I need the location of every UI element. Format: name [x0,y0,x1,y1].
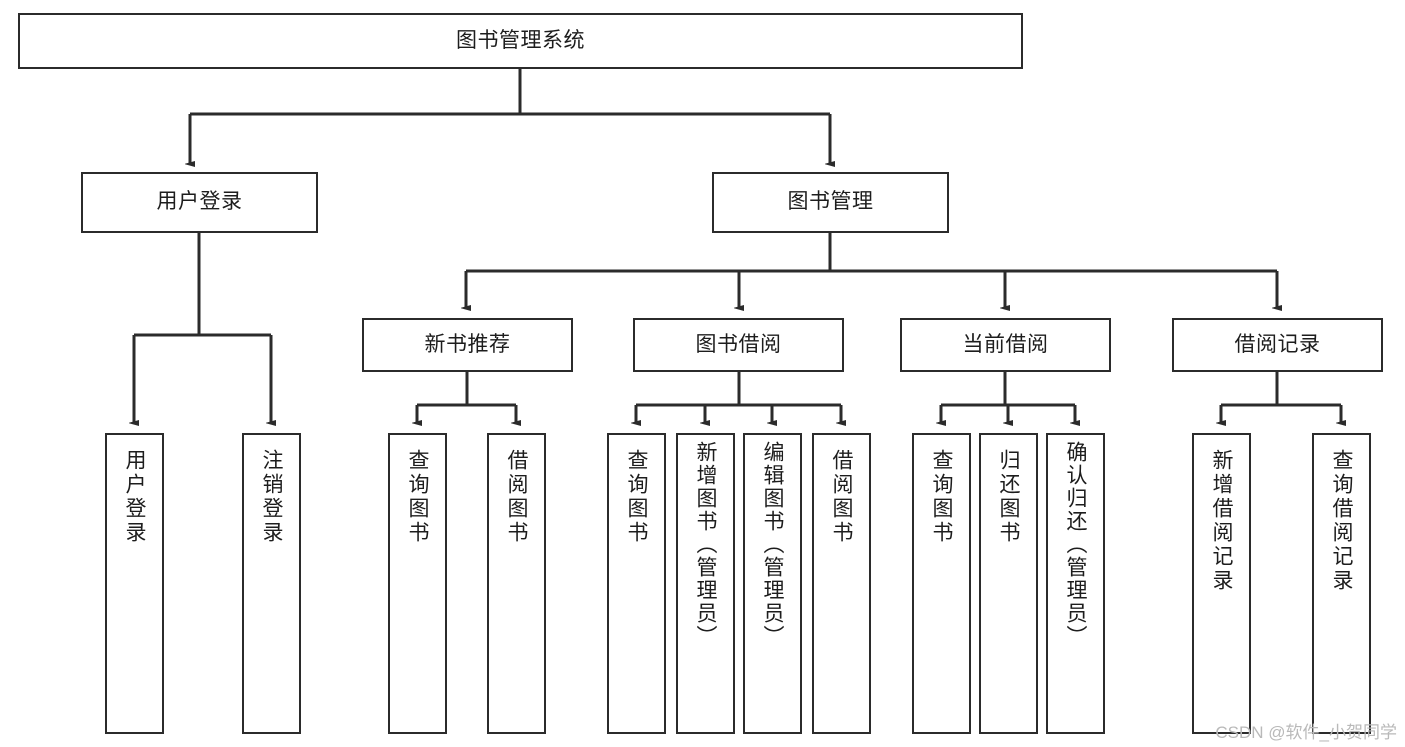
node-book-borrow-label: 图书借阅 [695,332,782,356]
node-current-borrow[interactable]: 当前借阅 [900,318,1111,372]
node-leaf-query-book-1[interactable]: 查询图书 [388,433,447,734]
node-new-book-recommend-label: 新书推荐 [424,332,511,356]
node-leaf-query-book-1-label: 查询图书 [406,449,429,545]
node-leaf-return-book-label: 归还图书 [997,449,1020,545]
node-leaf-user-login[interactable]: 用户登录 [105,433,164,734]
node-leaf-borrow-book-1[interactable]: 借阅图书 [487,433,546,734]
node-current-borrow-label: 当前借阅 [962,332,1049,356]
node-user-login-label: 用户登录 [156,190,243,214]
node-leaf-borrow-book-2-label: 借阅图书 [830,449,853,545]
node-leaf-query-book-3[interactable]: 查询图书 [912,433,971,734]
node-leaf-query-book-3-label: 查询图书 [930,449,953,545]
node-user-login[interactable]: 用户登录 [81,172,318,233]
node-leaf-query-record[interactable]: 查询借阅记录 [1312,433,1371,734]
node-leaf-logout-login-label: 注销登录 [260,449,283,545]
node-leaf-add-record-label: 新增借阅记录 [1210,449,1233,593]
node-borrow-record[interactable]: 借阅记录 [1172,318,1383,372]
node-leaf-logout-login[interactable]: 注销登录 [242,433,301,734]
node-leaf-add-book-label: 新增图书（管理员） [694,441,717,648]
node-leaf-confirm-return[interactable]: 确认归还（管理员） [1046,433,1105,734]
node-borrow-record-label: 借阅记录 [1234,332,1321,356]
node-leaf-return-book[interactable]: 归还图书 [979,433,1038,734]
node-root[interactable]: 图书管理系统 [18,13,1023,69]
node-new-book-recommend[interactable]: 新书推荐 [362,318,573,372]
node-leaf-borrow-book-1-label: 借阅图书 [505,449,528,545]
node-leaf-borrow-book-2[interactable]: 借阅图书 [812,433,871,734]
node-leaf-query-book-2-label: 查询图书 [625,449,648,545]
node-root-label: 图书管理系统 [456,28,585,52]
node-book-borrow[interactable]: 图书借阅 [633,318,844,372]
node-leaf-query-book-2[interactable]: 查询图书 [607,433,666,734]
node-leaf-confirm-return-label: 确认归还（管理员） [1064,441,1087,648]
node-leaf-user-login-label: 用户登录 [123,449,146,545]
node-leaf-add-record[interactable]: 新增借阅记录 [1192,433,1251,734]
node-book-management[interactable]: 图书管理 [712,172,949,233]
node-book-management-label: 图书管理 [787,190,874,214]
node-leaf-edit-book-label: 编辑图书（管理员） [761,441,784,648]
watermark-text: CSDN @软件_小贺同学 [1215,723,1397,742]
node-leaf-add-book[interactable]: 新增图书（管理员） [676,433,735,734]
node-leaf-query-record-label: 查询借阅记录 [1330,449,1353,593]
node-leaf-edit-book[interactable]: 编辑图书（管理员） [743,433,802,734]
